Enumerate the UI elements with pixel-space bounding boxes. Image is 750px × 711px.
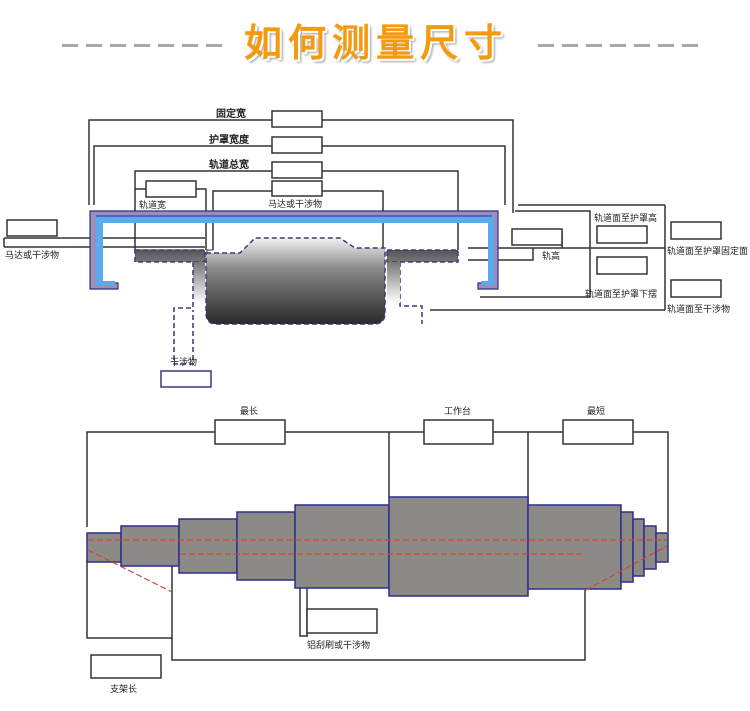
label-motor-interference-top: 马达或干涉物 xyxy=(268,198,322,210)
top-cross-section-diagram: 固定宽 护罩宽度 轨道总宽 轨道宽 马达或干涉物 马达或干涉物 轨高 轨道面至护… xyxy=(3,107,748,388)
shaft-step xyxy=(620,511,634,583)
track-to-interference-input-box[interactable] xyxy=(670,279,722,298)
label-track-height: 轨高 xyxy=(542,250,560,262)
label-interference-bottom: 干涉物 xyxy=(170,356,197,368)
interference-bottom-input-box[interactable] xyxy=(160,370,212,388)
rail-base xyxy=(134,249,459,365)
shaft-step xyxy=(655,532,669,563)
shaft-step xyxy=(527,504,622,590)
label-bracket-length: 支架长 xyxy=(110,683,137,695)
wiper-input-box[interactable] xyxy=(306,608,378,634)
guard-shape xyxy=(89,210,499,290)
shaft-step xyxy=(178,518,238,574)
longest-input-box[interactable] xyxy=(214,419,286,445)
bottom-shaft-diagram: 最长 工作台 最短 铝刮刷或干涉物 支架长 xyxy=(86,405,669,695)
right-dash-decoration xyxy=(538,32,706,47)
top-value-boxes xyxy=(6,110,722,388)
diagonal-left xyxy=(87,549,173,593)
label-longest: 最长 xyxy=(240,405,258,417)
label-track-to-interference: 轨道面至干涉物 xyxy=(667,303,730,315)
track-to-guard-fixed-input-box[interactable] xyxy=(670,221,722,240)
left-dash-decoration xyxy=(62,32,230,47)
page-header: 如何测量尺寸 xyxy=(0,0,750,80)
shaft-step xyxy=(86,532,122,563)
shaft-step xyxy=(643,525,657,570)
shaft-step xyxy=(632,518,645,577)
worktable-input-box[interactable] xyxy=(423,419,494,445)
label-track-width: 轨道宽 xyxy=(139,199,166,211)
diagonal-right xyxy=(585,545,668,591)
shaft-step xyxy=(388,496,529,597)
shaft-step xyxy=(236,511,296,581)
label-fixed-width: 固定宽 xyxy=(216,107,246,120)
track-height-input-box[interactable] xyxy=(511,228,563,246)
bottom-dimension-lines xyxy=(86,431,669,661)
motor-interference-left-input-box[interactable] xyxy=(6,219,58,237)
guard-width-input-box[interactable] xyxy=(271,136,323,154)
bottom-value-boxes xyxy=(90,419,634,679)
worktable-body xyxy=(205,237,386,325)
label-shortest: 最短 xyxy=(587,405,605,417)
motor-interference-top-input-box[interactable] xyxy=(271,180,323,197)
track-total-width-input-box[interactable] xyxy=(271,161,323,179)
label-track-to-guard-fixed: 轨道面至护罩固定面 xyxy=(667,245,748,257)
fixed-width-input-box[interactable] xyxy=(271,110,323,128)
label-track-total-width: 轨道总宽 xyxy=(209,158,249,171)
track-to-guard-lower-input-box[interactable] xyxy=(596,256,648,275)
label-guard-width: 护罩宽度 xyxy=(209,133,250,146)
shaft-step xyxy=(294,504,390,589)
label-track-to-guard-lower: 轨道面至护罩下摆 xyxy=(585,288,657,300)
label-motor-interference-left: 马达或干涉物 xyxy=(5,249,59,261)
track-to-guard-height-input-box[interactable] xyxy=(596,225,648,244)
shaft-step xyxy=(120,525,180,567)
label-worktable: 工作台 xyxy=(444,405,471,417)
top-dimension-lines xyxy=(3,119,666,311)
shaft-steps xyxy=(86,496,669,597)
centerlines xyxy=(87,539,668,593)
label-wiper: 铝刮刷或干涉物 xyxy=(307,639,370,651)
bracket-length-input-box[interactable] xyxy=(90,654,162,679)
page-title: 如何测量尺寸 xyxy=(243,21,508,65)
track-width-input-box[interactable] xyxy=(145,180,197,198)
label-track-to-guard-height: 轨道面至护罩高 xyxy=(594,212,657,224)
shortest-input-box[interactable] xyxy=(562,419,634,445)
